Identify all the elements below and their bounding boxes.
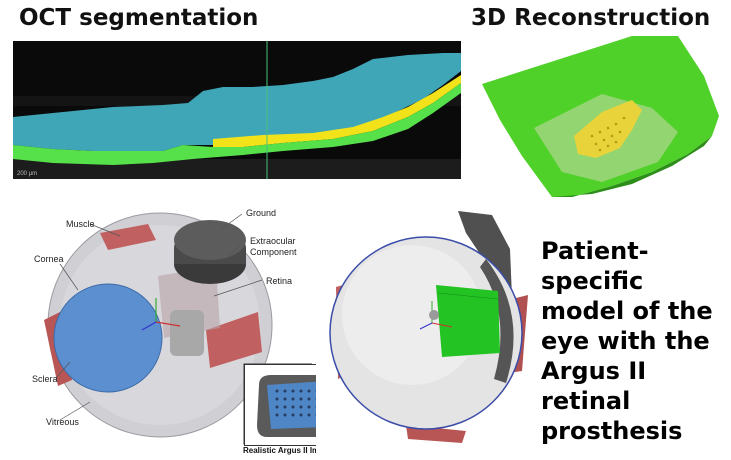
oct-scale-label: 200 μm — [17, 171, 37, 177]
label-cornea: Cornea — [34, 254, 64, 264]
description-line: specific — [541, 266, 713, 296]
description-line: eye with the — [541, 326, 713, 356]
label-ground: Ground — [246, 208, 276, 218]
oct-image: 200 μm — [13, 41, 461, 179]
description-text: Patient- specific model of the eye with … — [541, 236, 713, 446]
description-line: model of the — [541, 296, 713, 326]
label-sclera: Sclera — [32, 374, 58, 384]
description-line: prosthesis — [541, 416, 713, 446]
reconstruction-image — [482, 36, 719, 197]
label-retina: Retina — [266, 276, 292, 286]
patient-eye-model — [316, 203, 534, 456]
description-line: Patient- — [541, 236, 713, 266]
description-line: Argus II — [541, 356, 713, 386]
label-muscle: Muscle — [66, 219, 95, 229]
label-vitreous: Vitreous — [46, 417, 79, 427]
description-line: retinal — [541, 386, 713, 416]
label-component: Component — [250, 247, 297, 257]
label-extraocular: Extraocular — [250, 236, 296, 246]
reconstruction-title: 3D Reconstruction — [471, 5, 710, 31]
oct-title: OCT segmentation — [19, 5, 258, 31]
